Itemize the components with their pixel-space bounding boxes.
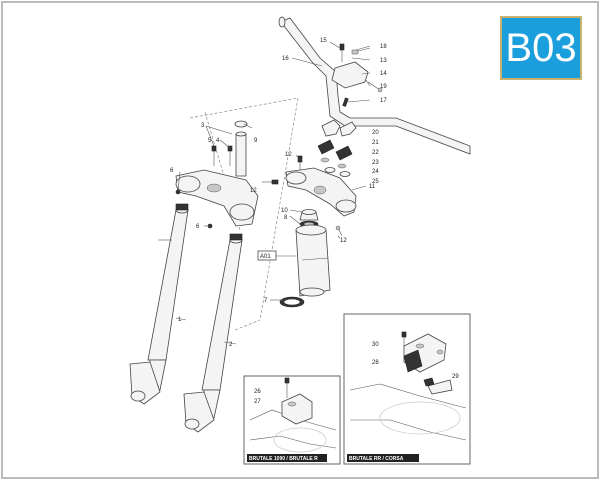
callout-10: 10	[281, 208, 288, 214]
assembly-a01-label: A01	[257, 250, 277, 261]
callout-28: 28	[372, 360, 379, 366]
callout-25: 25	[372, 179, 379, 185]
leader-lines	[175, 41, 371, 345]
callout-26: 26	[254, 389, 261, 395]
callout-7: 7	[264, 298, 268, 304]
callout-11: 11	[369, 184, 376, 190]
callout-30: 30	[372, 342, 379, 348]
callout-20: 20	[372, 130, 379, 136]
callout-12-top: 12	[285, 152, 292, 158]
callout-14: 14	[380, 71, 387, 77]
callout-9: 9	[254, 138, 258, 144]
callout-24: 24	[372, 169, 379, 175]
callout-27: 27	[254, 399, 261, 405]
inset-brutale-rr	[343, 313, 471, 465]
inset-brutale-1090	[243, 375, 341, 465]
callout-4: 4	[216, 138, 220, 144]
callout-8: 8	[284, 215, 288, 221]
callout-15: 15	[320, 38, 327, 44]
callout-17: 17	[380, 98, 387, 104]
callout-6-top: 6	[170, 168, 174, 174]
lower-triple-clamp	[175, 169, 259, 229]
inset-left-caption: BRUTALE 1090 / BRUTALE R	[249, 456, 318, 462]
callout-16: 16	[282, 56, 289, 62]
inset-right-caption: BRUTALE RR / CORSA	[349, 456, 404, 462]
callout-22: 22	[372, 150, 379, 156]
callout-23: 23	[372, 160, 379, 166]
callout-13: 13	[380, 58, 387, 64]
callout-6-bottom: 6	[196, 224, 200, 230]
handlebar	[278, 16, 471, 155]
riser-parts	[317, 119, 357, 177]
upper-triple-clamp	[262, 155, 357, 217]
steering-head-bearings	[279, 209, 343, 308]
callout-labels: 1 2 3 5 4 6 6 9 12 12 12 10 8 7 11 15 16…	[170, 38, 459, 405]
section-badge: B03	[500, 16, 582, 80]
callout-2: 2	[229, 342, 233, 348]
fork-leg-2	[183, 233, 243, 433]
callout-21: 21	[372, 140, 379, 146]
callout-12-right: 12	[340, 238, 347, 244]
fork-leg-1	[129, 203, 189, 405]
handlebar-clamp	[331, 43, 383, 107]
assembly-a01-text: A01	[260, 254, 271, 260]
callout-18: 18	[380, 44, 387, 50]
callout-3: 3	[201, 123, 205, 129]
callout-1: 1	[178, 317, 182, 323]
steering-stem	[211, 120, 248, 177]
callout-12-left: 12	[250, 188, 257, 194]
callout-19: 19	[380, 84, 387, 90]
callout-5: 5	[208, 138, 212, 144]
callout-29: 29	[452, 374, 459, 380]
